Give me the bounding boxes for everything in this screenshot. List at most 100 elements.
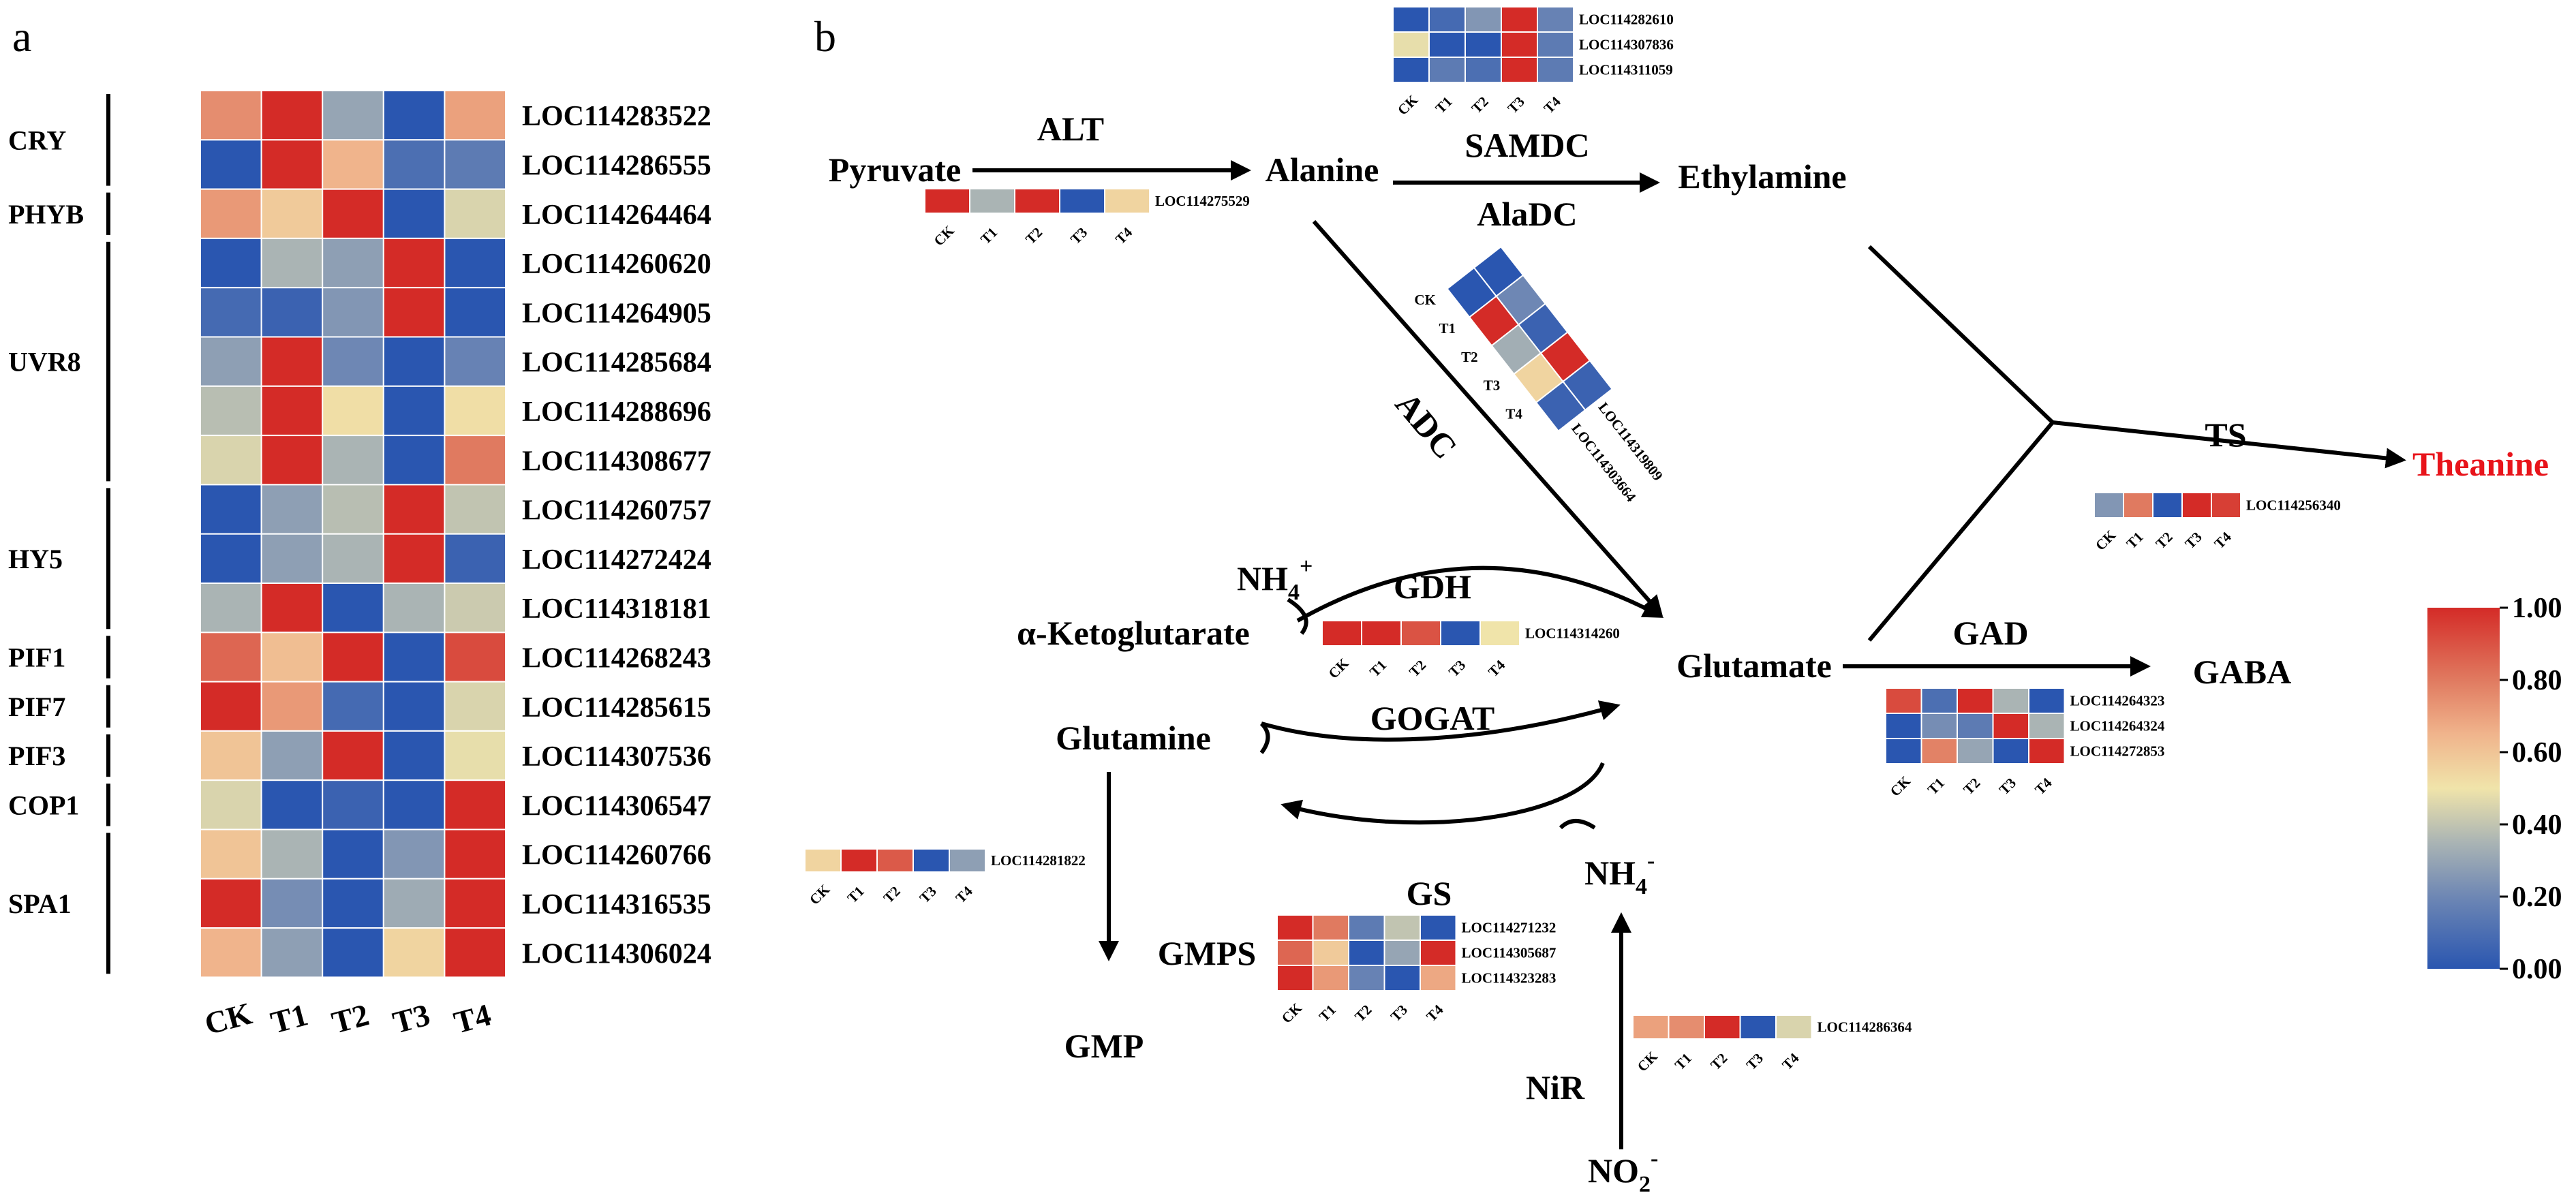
heatmap-cell xyxy=(1104,188,1150,214)
heatmap-cell xyxy=(1479,620,1520,647)
gene-label: LOC114286555 xyxy=(522,150,711,181)
column-label: T2 xyxy=(1960,775,1983,798)
column-label: CK xyxy=(1414,292,1436,308)
column-label: T4 xyxy=(2211,529,2235,553)
metabolite-theanine: Theanine xyxy=(2412,445,2549,483)
heatmap-cell xyxy=(1420,914,1457,941)
gene-label: LOC114283522 xyxy=(522,101,711,132)
panel-label-a: a xyxy=(12,12,31,61)
heatmap-cell xyxy=(260,188,324,239)
heatmap-cell xyxy=(382,435,446,486)
metabolite-alanine: Alanine xyxy=(1266,151,1379,189)
column-label: T3 xyxy=(916,883,939,906)
colorbar-tick-label: 0.20 xyxy=(2512,882,2562,913)
gene-label: LOC114308677 xyxy=(522,446,711,477)
arrow-alanine-glutamate xyxy=(1312,220,1663,617)
heatmap-cell xyxy=(1537,31,1574,58)
heatmap-cell xyxy=(322,828,384,880)
enzyme-gdh: GDH xyxy=(1394,568,1471,606)
heatmap-cell xyxy=(322,878,384,929)
arrow-gogat xyxy=(1261,700,1621,742)
heatmap-cell xyxy=(260,90,324,141)
heatmap-cell xyxy=(949,848,986,873)
enzyme-samdc: SAMDC xyxy=(1465,126,1589,164)
heatmap-cell xyxy=(1276,965,1314,991)
column-label: CK xyxy=(1394,91,1422,119)
gene-label: LOC114311059 xyxy=(1579,62,1673,78)
heatmap-cell xyxy=(382,927,446,978)
column-label: T2 xyxy=(1468,93,1491,117)
column-label: T2 xyxy=(1406,657,1429,680)
heatmap-row: LOC114283522 xyxy=(200,90,711,141)
colorbar-tick-label: 0.60 xyxy=(2512,737,2562,769)
heatmap-cell xyxy=(322,533,384,585)
gene-label: LOC114272424 xyxy=(522,544,711,576)
heatmap-row: LOC114308677 xyxy=(200,435,711,486)
column-label: CK xyxy=(201,995,256,1041)
heatmap-cell xyxy=(1668,1014,1705,1040)
group-label: PIF3 xyxy=(8,741,65,771)
heatmap-cell xyxy=(444,632,507,683)
heatmap-row: LOC114318181 xyxy=(200,583,711,634)
heatmap-cell xyxy=(1312,965,1349,991)
heatmap-cell xyxy=(1992,687,2029,714)
column-label: T4 xyxy=(2031,775,2055,798)
heatmap-cell xyxy=(1348,940,1385,966)
heatmap-cell xyxy=(382,681,446,732)
column-label: CK xyxy=(1278,999,1306,1027)
heatmap-cell xyxy=(200,484,262,535)
heatmap-cell xyxy=(382,287,446,338)
heatmap-cell xyxy=(260,632,324,683)
heatmap-cell xyxy=(2211,492,2241,518)
group-label: COP1 xyxy=(8,790,79,820)
heatmap-cell xyxy=(200,435,262,486)
heatmap-cell xyxy=(200,632,262,683)
heatmap-cell xyxy=(1704,1014,1741,1040)
column-label: T1 xyxy=(267,997,311,1040)
heatmap-cell xyxy=(1440,620,1481,647)
heatmap-cell xyxy=(1992,738,2029,764)
heatmap-cell xyxy=(1014,188,1060,214)
gene-label: LOC114307836 xyxy=(1579,37,1674,53)
column-label: T2 xyxy=(1351,1002,1375,1025)
heatmap-cell xyxy=(260,435,324,486)
heatmap-row: LOC114260620 xyxy=(200,237,711,289)
column-label: CK xyxy=(1634,1048,1661,1075)
heatmap-cell xyxy=(200,878,262,929)
heatmap-cell xyxy=(444,237,507,289)
column-label: T4 xyxy=(1112,224,1136,248)
heatmap-row: LOC114316535 xyxy=(200,878,711,929)
heatmap-cell xyxy=(1321,620,1362,647)
heatmap-cell xyxy=(1392,57,1430,83)
column-label: T1 xyxy=(1925,775,1948,798)
metabolite-glutamate: Glutamate xyxy=(1676,647,1832,685)
heatmap-row: LOC114286555 xyxy=(200,139,711,190)
heatmap-cell xyxy=(200,188,262,239)
heatmap-cell xyxy=(382,188,446,239)
enzyme-gmps: GMPS xyxy=(1158,934,1256,972)
heatmap-cell xyxy=(1920,687,1958,714)
heatmap-row: LOC114260757 xyxy=(200,484,711,535)
column-label: CK xyxy=(2092,527,2119,554)
heatmap-cell xyxy=(444,435,507,486)
heatmap-cell xyxy=(322,730,384,781)
heatmap-cell xyxy=(382,632,446,683)
arrow-ts-theanine xyxy=(2052,420,2406,469)
gene-label: LOC114305687 xyxy=(1462,945,1557,961)
heatmap-cell xyxy=(1059,188,1105,214)
heatmap-cell xyxy=(2028,687,2066,714)
heatmap-cell xyxy=(200,828,262,880)
heatmap-cell xyxy=(1537,6,1574,33)
heatmap-cell xyxy=(260,336,324,387)
line-ethylamine-ts xyxy=(1867,245,2055,424)
group-label: CRY xyxy=(8,125,66,155)
enzyme-ts: TS xyxy=(2205,416,2246,454)
gene-label: LOC114264464 xyxy=(522,200,711,231)
heatmap-cell xyxy=(2123,492,2153,518)
panel-label-b: b xyxy=(814,12,836,61)
